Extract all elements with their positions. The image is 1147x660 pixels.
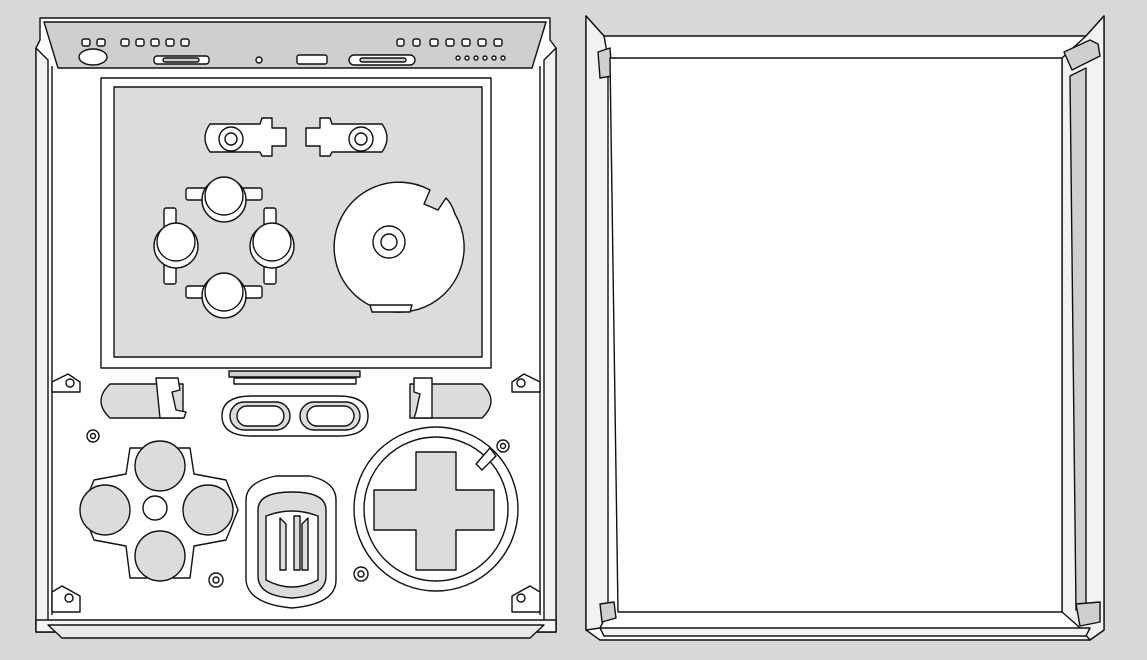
back-right-clip-bottom xyxy=(1075,601,1101,627)
led-hole xyxy=(255,56,263,64)
top-port-strip xyxy=(43,21,547,69)
top-vents-right xyxy=(396,38,503,47)
back-left-clip-bottom xyxy=(599,601,617,623)
back-floor xyxy=(609,57,1063,613)
back-right-clip-top xyxy=(1063,39,1101,71)
dpad-disc-tab xyxy=(369,304,413,313)
front-right-wall xyxy=(543,47,557,633)
dpad-disc-hole xyxy=(380,233,398,251)
port-round xyxy=(78,48,108,66)
start-select-buttons xyxy=(221,395,369,437)
atari-logo-button xyxy=(245,475,337,609)
face-cap-left xyxy=(153,207,199,285)
back-shell xyxy=(585,15,1105,641)
face-cap-top xyxy=(185,176,263,223)
small-pins xyxy=(86,429,510,588)
shoulder-right-hole xyxy=(354,132,368,146)
front-left-wall xyxy=(35,47,49,633)
switch-slot xyxy=(296,54,328,65)
speaker-dots xyxy=(455,55,506,61)
front-shell xyxy=(35,17,557,639)
dpad-cluster xyxy=(353,426,519,592)
shoulder-left-hole xyxy=(224,132,238,146)
face-button-caps xyxy=(153,176,295,319)
back-bottom-lip xyxy=(599,627,1091,637)
face-cap-right xyxy=(249,207,295,285)
front-bottom-edge xyxy=(47,624,545,639)
mid-slot-lower xyxy=(233,377,357,385)
sd-slot-inner xyxy=(359,57,407,63)
face-cap-bottom xyxy=(185,272,263,319)
bracket-left xyxy=(155,377,187,419)
mid-slot xyxy=(228,370,361,378)
back-left-wall xyxy=(585,15,609,631)
screw-holes xyxy=(51,373,541,613)
top-vents-left xyxy=(81,38,190,47)
face-buttons-cluster xyxy=(79,440,239,582)
usb-port-inner xyxy=(162,57,200,63)
bracket-right xyxy=(413,377,433,419)
